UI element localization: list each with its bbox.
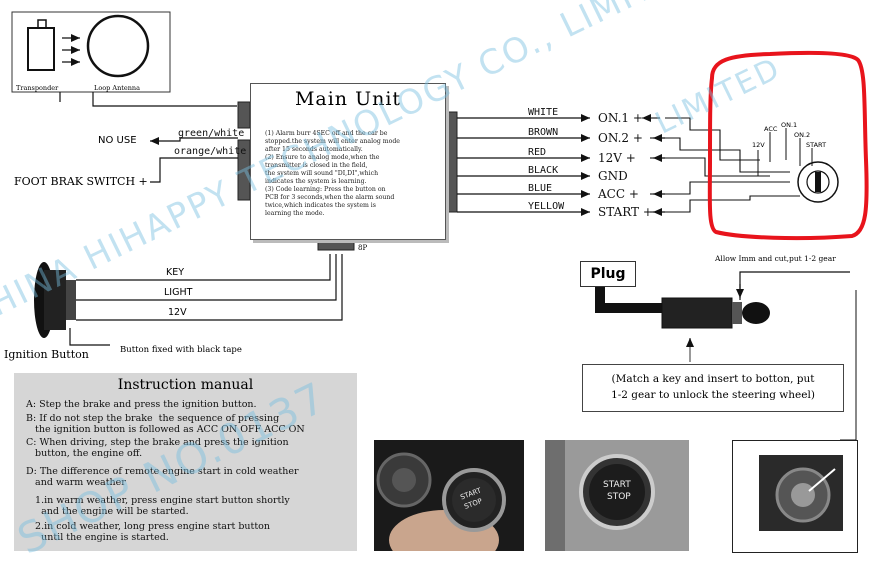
foot-brake-label: FOOT BRAK SWITCH + [14,175,148,188]
terminal-gnd: GND [598,169,628,183]
wire-color-yellow: YELLOW [528,201,565,212]
desc-line: transmitter is closed in the field, [265,162,368,169]
terminal-on2: ON.2 + [598,131,643,145]
desc-line: (2) Ensure to analog mode,when the [265,154,380,161]
note-line-2: 1-2 gear to unlock the steering wheel) [611,389,815,401]
ignition-wire-light: LIGHT [164,287,193,298]
wire-color-black: BLACK [528,165,559,176]
loop-antenna-icon [86,14,150,78]
ignition-button-graphic [34,262,76,338]
output-wires [457,114,590,216]
manual-line: C: When driving, step the brake and pres… [26,437,289,448]
manual-line: D: The difference of remote engine start… [26,466,299,477]
plug-side-note: Allow Imm and cut,put 1-2 gear [715,254,836,263]
desc-line: learning the mode. [265,210,325,217]
manual-title: Instruction manual [117,377,254,393]
desc-line: (3) Code learning: Press the button on [265,186,386,193]
manual-line: until the engine is started. [26,532,169,543]
manual-line: and the engine will be started. [26,506,189,517]
manual-line: 2.in cold weather, long press engine sta… [26,521,271,532]
loop-antenna-label: Loop Antenna [94,84,140,92]
manual-line: button, the engine off. [26,448,143,459]
desc-line: after 15 seconds automatically. [265,146,363,153]
main-unit-left-connector-1 [237,101,251,129]
ignition-wire-key: KEY [166,267,185,278]
orange-white-label: orange/white [174,146,247,157]
terminal-12v: 12V + [598,151,636,165]
manual-line: B: If do not step the brake the sequence… [26,413,280,424]
terminal-start: START + [598,205,653,219]
green-white-label: green/white [178,128,245,139]
no-use-label: NO USE [98,135,137,146]
main-unit-description: (1) Alarm burr 4SEC off and the car be s… [265,130,437,218]
terminal-on1: ON.1 + [598,111,643,125]
wire-color-white: WHITE [528,107,559,118]
key-icon [742,302,770,324]
transponder-label: Transponder [16,84,59,92]
desc-line: PCB for 3 seconds,when the alarm sound [265,194,395,201]
switch-label-on2: ON.2 [794,131,811,139]
photo-start-stop-button: START STOP [545,440,689,551]
ignition-wire-12v: 12V [168,307,187,318]
switch-label-acc: ACC [764,125,778,133]
main-unit-box: Main Unit (1) Alarm burr 4SEC off and th… [250,83,446,240]
switch-label-on1: ON.1 [781,121,798,129]
button-fixed-note: Button fixed with black tape [120,345,242,355]
instruction-manual-panel: Instruction manual A: Step the brake and… [14,373,357,551]
main-unit-right-connector [444,111,458,213]
manual-line: 1.in warm weather, press engine start bu… [26,495,290,506]
photo2-start-text: START [603,480,631,490]
desc-line: indicates the system is learning. [265,178,367,185]
wire-color-red: RED [528,147,547,158]
switch-label-start: START [806,141,827,149]
desc-line: twice,which indicates the system is [265,202,376,209]
output-code-label: 8P [358,244,368,252]
steering-lock-body [661,297,733,329]
photo2-stop-text: STOP [607,492,631,502]
steering-lock-note: (Match a key and insert to botton, put 1… [582,364,844,412]
manual-line: A: Step the brake and press the ignition… [26,399,257,410]
desc-line: (1) Alarm burr 4SEC off and the car be [265,130,388,137]
photo-keyhole [759,455,843,531]
highlight-outline [707,50,869,241]
wire-color-brown: BROWN [528,127,559,138]
photo-keyhole-frame [732,440,858,553]
plug-label-box: Plug [580,261,636,287]
manual-line: and warm weather [26,477,126,488]
photo-hand-pressing-button: START STOP [374,440,524,551]
ignition-button-label: Ignition Button [4,348,89,361]
manual-line: the ignition button is followed as ACC O… [26,424,305,435]
switch-label-12v: 12V [752,141,765,149]
desc-line: the system will sound "DI,DI",which [265,170,379,177]
wire-color-blue: BLUE [528,183,553,194]
desc-line: stopped.the system will enter analog mod… [265,138,400,145]
note-line-1: (Match a key and insert to botton, put [611,373,815,385]
terminal-acc: ACC + [598,187,639,201]
main-unit-title: Main Unit [294,88,402,110]
